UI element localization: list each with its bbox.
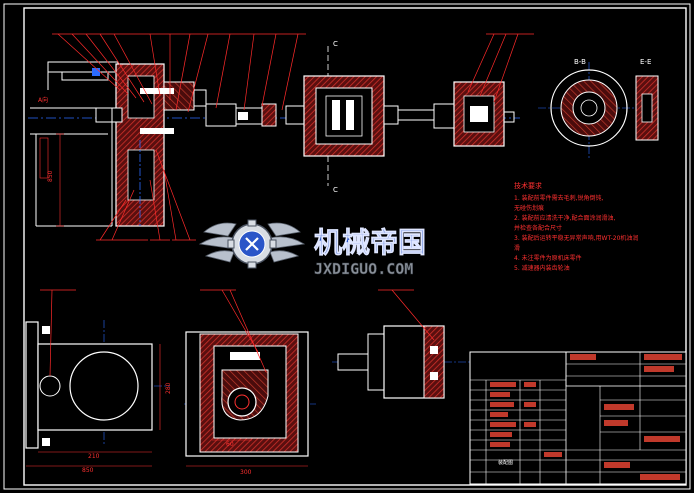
- dim-left-view-height: 280: [165, 382, 172, 394]
- tech-req-line-7: 4. 未注零件为原机床零件: [514, 254, 582, 262]
- tech-req-line-3: 2. 装配前应清洗干净,配合面涂润滑油,: [514, 214, 616, 222]
- bottom-left-view: [25, 289, 170, 467]
- watermark-text-cn: 机械帝国: [314, 226, 426, 259]
- section-bb-label: B-B: [574, 58, 586, 66]
- cut-c-top: C: [333, 40, 338, 48]
- section-ee-view: [635, 75, 659, 141]
- tech-requirements-block: 技术要求 1. 装配前零件需去毛刺,锐角倒钝, 无碰伤划痕 2. 装配前应清洗干…: [514, 181, 638, 272]
- tech-req-line-8: 5. 减速器内装齿轮油: [514, 264, 570, 272]
- tech-req-line-2: 无碰伤划痕: [514, 204, 544, 212]
- watermark: 机械帝国 JXDIGUO.COM: [198, 219, 426, 278]
- outer-frame: [3, 3, 691, 490]
- left-machine-table: [30, 107, 113, 227]
- dim-left-view-total: 850: [82, 467, 94, 474]
- tech-req-line-6: 滑: [514, 244, 520, 252]
- inner-frame: [23, 7, 687, 486]
- tech-req-line-1: 1. 装配前零件需去毛刺,锐角倒钝,: [514, 194, 604, 202]
- tech-req-title: 技术要求: [514, 181, 542, 190]
- title-block-label: 装配图: [498, 459, 513, 466]
- watermark-wing-icon: [198, 222, 306, 263]
- tech-req-line-5: 3. 装配后运转平稳无异常声响,用WT-20机油润: [514, 234, 638, 242]
- dim-left-view-width: 210: [88, 453, 100, 460]
- view-label-a: A向: [38, 96, 48, 104]
- section-bb-view: [538, 62, 640, 160]
- dim-top-left-vertical: 850: [47, 170, 54, 182]
- part-leaders: [52, 33, 534, 241]
- dim-middle-view-detail: 60: [226, 441, 234, 448]
- top-left-rail: [47, 61, 119, 90]
- right-coupling-assembly: [433, 81, 515, 147]
- tech-req-line-4: 并检查各配合尺寸: [514, 224, 562, 232]
- cut-c-bottom: C: [333, 186, 338, 194]
- watermark-gear-icon: [227, 219, 277, 269]
- title-block: [469, 351, 687, 485]
- dim-middle-view-width: 300: [240, 469, 252, 476]
- watermark-text-en: JXDIGUO.COM: [314, 260, 413, 278]
- drive-shaft: [205, 103, 317, 127]
- bottom-middle-view: [184, 289, 316, 467]
- center-reducer-housing: [303, 46, 435, 186]
- bottom-right-view: [332, 289, 470, 399]
- section-ee-label: E-E: [640, 58, 651, 66]
